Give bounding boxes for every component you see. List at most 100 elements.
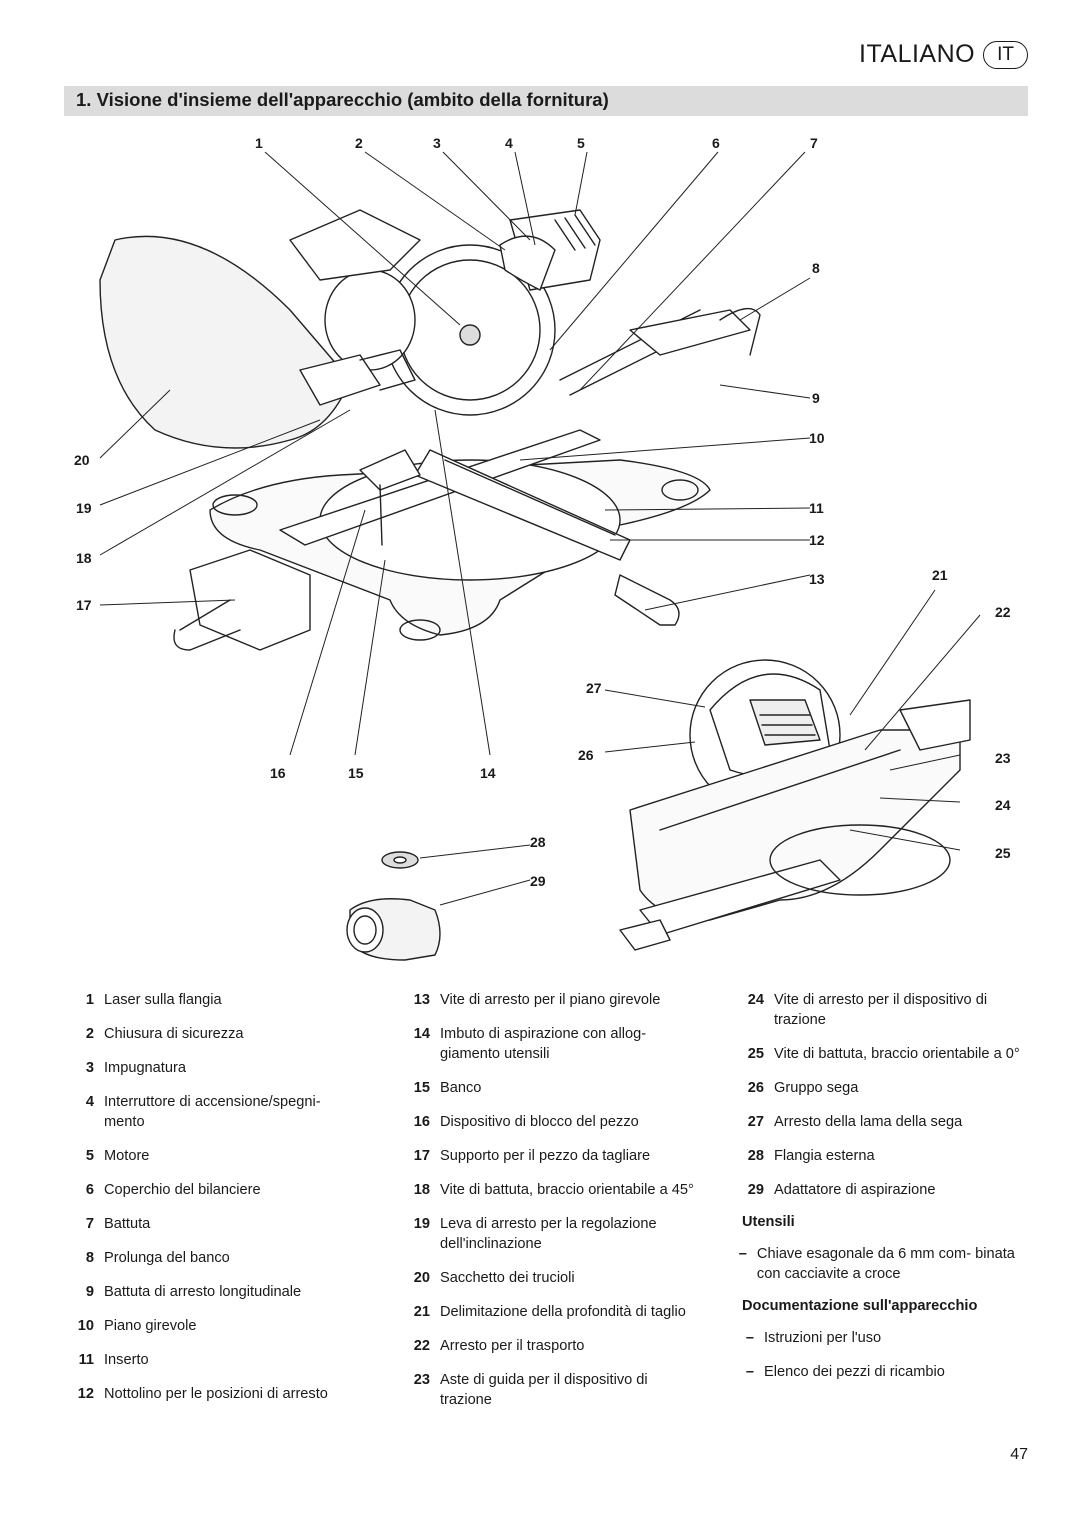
callout-22: 22 <box>995 604 1011 620</box>
callout-18: 18 <box>76 550 92 566</box>
legend-number: 9 <box>85 1284 94 1300</box>
legend-number: 14 <box>413 1026 430 1042</box>
legend-item: 16 Dispositivo di blocco del pezzo <box>398 1112 698 1132</box>
dash-bullet: – <box>738 1246 747 1262</box>
legend-item: 15 Banco <box>398 1078 698 1098</box>
legend-text: Vite di battuta, braccio orientabile a 4… <box>440 1182 694 1198</box>
legend-number: 5 <box>85 1148 94 1164</box>
callout-24: 24 <box>995 797 1011 813</box>
callout-19: 19 <box>76 500 92 516</box>
legend-text: Imbuto di aspirazione con allog- giament… <box>440 1026 647 1062</box>
legend-item: 14 Imbuto di aspirazione con allog- giame… <box>398 1024 698 1064</box>
legend-text: Vite di battuta, braccio orientabile a 0… <box>774 1046 1020 1062</box>
callout-6: 6 <box>712 135 720 151</box>
legend-number: 12 <box>77 1386 94 1402</box>
callout-28: 28 <box>530 834 546 850</box>
documentation-item-text: Istruzioni per l'uso <box>764 1330 882 1346</box>
legend-text: Supporto per il pezzo da tagliare <box>440 1148 651 1164</box>
callout-26: 26 <box>578 747 594 763</box>
legend-number: 26 <box>747 1080 764 1096</box>
legend-text: Chiusura di sicurezza <box>104 1026 244 1042</box>
legend-item: 13 Vite di arresto per il piano girevole <box>398 990 698 1010</box>
legend-number: 20 <box>413 1270 430 1286</box>
tools-heading: Utensili <box>742 1214 795 1230</box>
legend-item: 2 Chiusura di sicurezza <box>62 1024 352 1044</box>
legend-text: Battuta <box>104 1216 151 1232</box>
legend-number: 15 <box>413 1080 430 1096</box>
legend-text: Battuta di arresto longitudinale <box>104 1284 302 1300</box>
callout-17: 17 <box>76 597 92 613</box>
legend-item: 11 Inserto <box>62 1350 352 1370</box>
mitre-saw-illustration: 1 2 3 4 5 6 7 8 9 10 11 12 13 14 15 16 1… <box>74 135 1011 961</box>
legend-number: 7 <box>85 1216 94 1232</box>
legend-number: 17 <box>413 1148 430 1164</box>
legend-number: 2 <box>85 1026 94 1042</box>
legend-text: Arresto per il trasporto <box>440 1338 585 1354</box>
legend-text: Dispositivo di blocco del pezzo <box>440 1114 639 1130</box>
legend-number: 13 <box>413 992 430 1008</box>
language-name: ITALIANO <box>859 40 976 68</box>
callout-2: 2 <box>355 135 363 151</box>
callout-7: 7 <box>810 135 818 151</box>
legend-number: 16 <box>413 1114 430 1130</box>
turntable-arm-shape <box>414 449 631 561</box>
legend-text: Impugnatura <box>104 1060 186 1076</box>
legend-text: Inserto <box>104 1352 149 1368</box>
section-heading-bar: 1. Visione d'insieme dell'apparecchio (a… <box>64 86 1028 116</box>
documentation-item: –Elenco dei pezzi di ricambio <box>732 1362 1032 1382</box>
callout-5: 5 <box>577 135 585 151</box>
legend-number: 21 <box>413 1304 430 1320</box>
legend-item: 9 Battuta di arresto longitudinale <box>62 1282 352 1302</box>
language-code-badge: IT <box>983 40 1028 69</box>
legend-number: 29 <box>747 1182 764 1198</box>
legend-text: Laser sulla flangia <box>104 992 222 1008</box>
legend-item: 28 Flangia esterna <box>732 1146 1032 1166</box>
legend-text: Flangia esterna <box>774 1148 875 1164</box>
legend-item: 17 Supporto per il pezzo da tagliare <box>398 1146 698 1166</box>
callout-15: 15 <box>348 765 364 781</box>
legend-text: Leva di arresto per la regolazione dell'… <box>440 1216 657 1252</box>
legend-number: 23 <box>413 1372 430 1388</box>
legend-text: Prolunga del banco <box>104 1250 230 1266</box>
legend-number: 8 <box>85 1250 94 1266</box>
documentation-heading: Documentazione sull'apparecchio <box>742 1298 978 1314</box>
legend-text: Vite di arresto per il piano girevole <box>440 992 661 1008</box>
legend-number: 28 <box>747 1148 764 1164</box>
callout-11: 11 <box>809 500 824 516</box>
legend-number: 10 <box>77 1318 94 1334</box>
legend-text: Coperchio del bilanciere <box>104 1182 261 1198</box>
callout-29: 29 <box>530 873 546 889</box>
lock-handle-shape <box>614 574 680 626</box>
documentation-item-text: Elenco dei pezzi di ricambio <box>764 1364 945 1380</box>
legend-number: 22 <box>413 1338 430 1354</box>
callout-16: 16 <box>270 765 286 781</box>
page-number: 47 <box>1010 1446 1028 1463</box>
dash-bullet: – <box>745 1364 754 1380</box>
legend-text: Interruttore di accensione/spegni- mento <box>104 1094 321 1130</box>
legend-number: 1 <box>85 992 94 1008</box>
legend-text: Arresto della lama della sega <box>774 1114 963 1130</box>
section-title: 1. Visione d'insieme dell'apparecchio (a… <box>76 89 609 110</box>
legend-column-1: 1 Laser sulla flangia 2 Chiusura di sicure… <box>62 990 352 1418</box>
callout-25: 25 <box>995 845 1011 861</box>
legend-text: Aste di guida per il dispositivo di traz… <box>440 1372 648 1408</box>
callout-12: 12 <box>809 532 825 548</box>
legend-item: 23 Aste di guida per il dispositivo di tr… <box>398 1370 698 1410</box>
callout-14: 14 <box>480 765 496 781</box>
legend-text: Banco <box>440 1080 482 1096</box>
legend-number: 11 <box>78 1352 94 1368</box>
callout-23: 23 <box>995 750 1011 766</box>
